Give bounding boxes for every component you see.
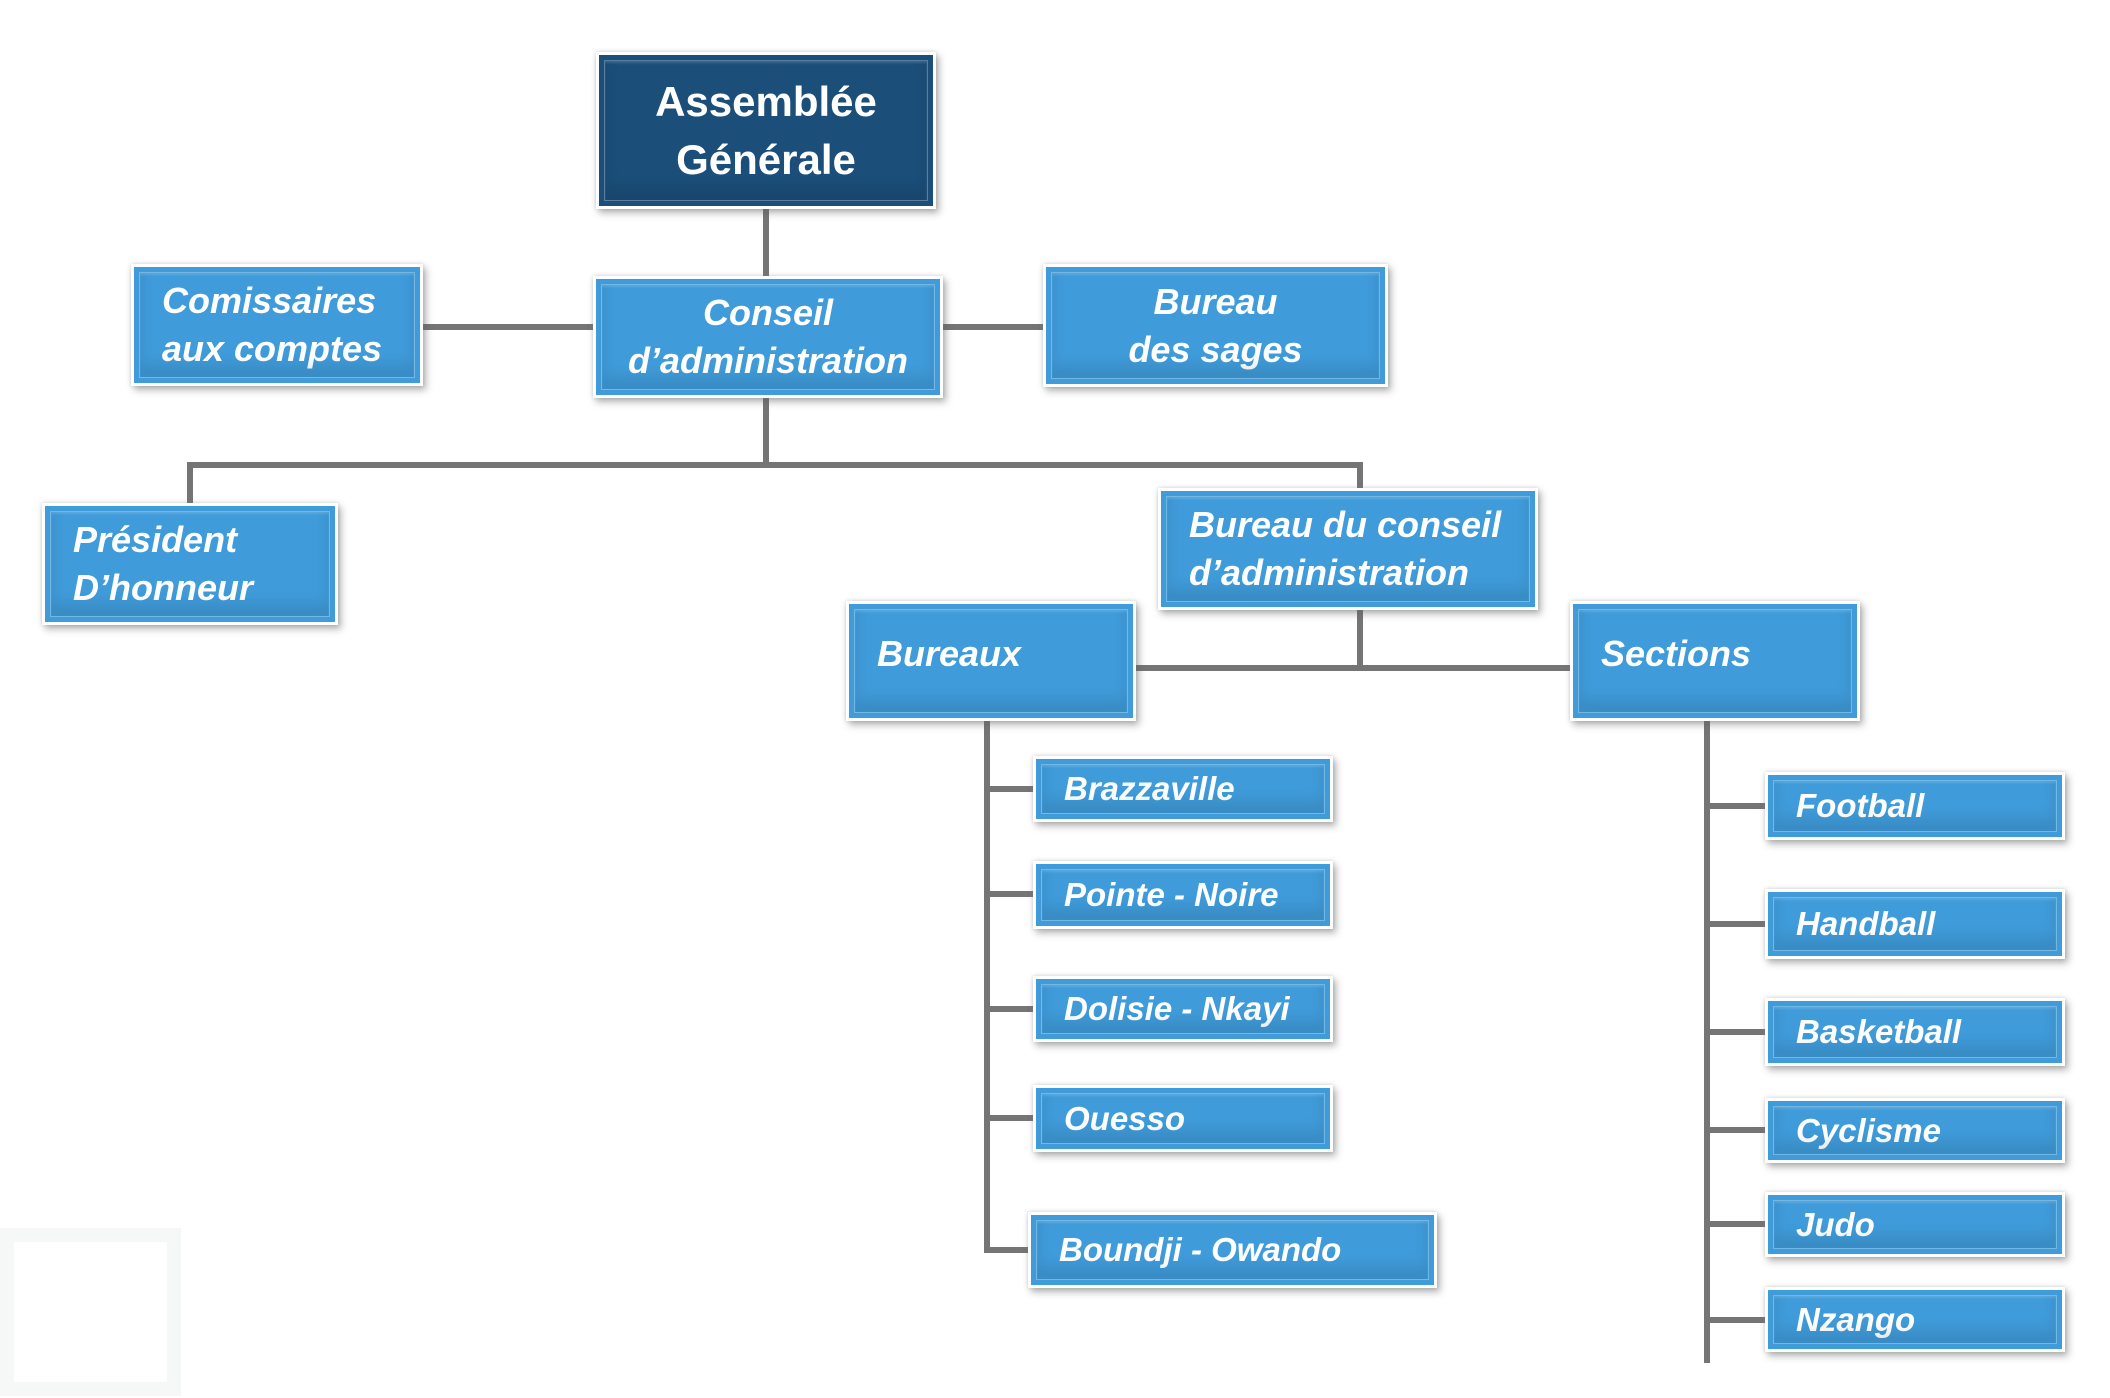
node-conseil-administration: Conseil d’administration (593, 276, 943, 398)
connector-stub-brazzaville (984, 786, 1033, 792)
node-pointe-noire: Pointe - Noire (1033, 861, 1333, 929)
node-label-line: aux comptes (162, 328, 383, 369)
connector-stub-basketball (1704, 1029, 1765, 1035)
node-label-line: Bureau (1153, 280, 1278, 322)
connector-branch-horizontal (187, 462, 1363, 468)
node-label-line: Bureau du conseil (1189, 504, 1502, 546)
node-label: Bureaux (877, 633, 1022, 674)
node-label-line: d’administration (1189, 552, 1470, 593)
connector-bureau-conseil-down (1357, 610, 1363, 671)
connector-stub-nzango (1704, 1317, 1765, 1323)
node-president-honneur: Président D’honneur (42, 503, 338, 625)
node-label-line: des sages (1128, 328, 1303, 370)
node-label: Dolisie - Nkayi (1064, 990, 1290, 1028)
node-nzango: Nzango (1765, 1287, 2065, 1352)
connector-branch-bureau-conseil (1357, 462, 1363, 490)
connector-stub-football (1704, 803, 1765, 809)
connector-stub-ouesso (984, 1115, 1033, 1121)
node-label: Sections (1601, 633, 1752, 674)
node-cyclisme: Cyclisme (1765, 1098, 2065, 1163)
node-basketball: Basketball (1765, 998, 2065, 1066)
node-label: Football (1796, 787, 1925, 825)
node-label: Judo (1796, 1205, 1875, 1243)
connector-stub-dolisie-nkayi (984, 1006, 1033, 1012)
node-handball: Handball (1765, 889, 2065, 959)
node-bureaux: Bureaux (846, 601, 1136, 721)
node-label: Ouesso (1064, 1099, 1186, 1137)
node-label-line: Comissaires (162, 280, 377, 322)
node-label-line: D’honneur (73, 567, 253, 608)
connector-sections-trunk (1704, 719, 1710, 1363)
node-ouesso: Ouesso (1033, 1085, 1333, 1152)
node-label: Brazzaville (1064, 770, 1235, 808)
node-boundji-owando: Boundji - Owando (1028, 1212, 1437, 1288)
node-football: Football (1765, 772, 2065, 840)
connector-assemblee-conseil (763, 209, 769, 276)
connector-branch-president (187, 462, 193, 506)
node-label-line: d’administration (627, 340, 909, 381)
connector-conseil-sages (943, 324, 1043, 330)
connector-comissaires-conseil (423, 324, 593, 330)
node-comissaires-aux-comptes: Comissaires aux comptes (131, 264, 423, 386)
node-dolisie-nkayi: Dolisie - Nkayi (1033, 976, 1333, 1042)
node-label-line: Assemblée (655, 77, 877, 125)
watermark (0, 1228, 181, 1396)
connector-stub-pointe-noire (984, 891, 1033, 897)
node-bureau-du-conseil: Bureau du conseil d’administration (1158, 488, 1538, 610)
node-judo: Judo (1765, 1192, 2065, 1257)
node-brazzaville: Brazzaville (1033, 756, 1333, 822)
connector-bureaux-trunk (984, 719, 990, 1253)
node-bureau-des-sages: Bureau des sages (1043, 264, 1388, 387)
node-label: Boundji - Owando (1059, 1231, 1342, 1269)
node-label: Basketball (1796, 1013, 1962, 1051)
connector-stub-judo (1704, 1221, 1765, 1227)
connector-conseil-branch (763, 398, 769, 464)
node-assemblee-generale: Assemblée Générale (596, 52, 936, 209)
node-label-line: Générale (676, 135, 856, 183)
node-label: Pointe - Noire (1064, 876, 1279, 914)
connector-stub-boundji-owando (984, 1247, 1028, 1253)
node-label-line: Président (73, 519, 238, 561)
connector-bureaux-sections (1127, 665, 1570, 671)
node-label: Nzango (1796, 1300, 1916, 1338)
connector-stub-handball (1704, 921, 1765, 927)
node-sections: Sections (1570, 601, 1860, 721)
node-label-line: Conseil (702, 292, 834, 334)
node-label: Handball (1796, 905, 1936, 943)
node-label: Cyclisme (1796, 1111, 1941, 1149)
connector-stub-cyclisme (1704, 1127, 1765, 1133)
